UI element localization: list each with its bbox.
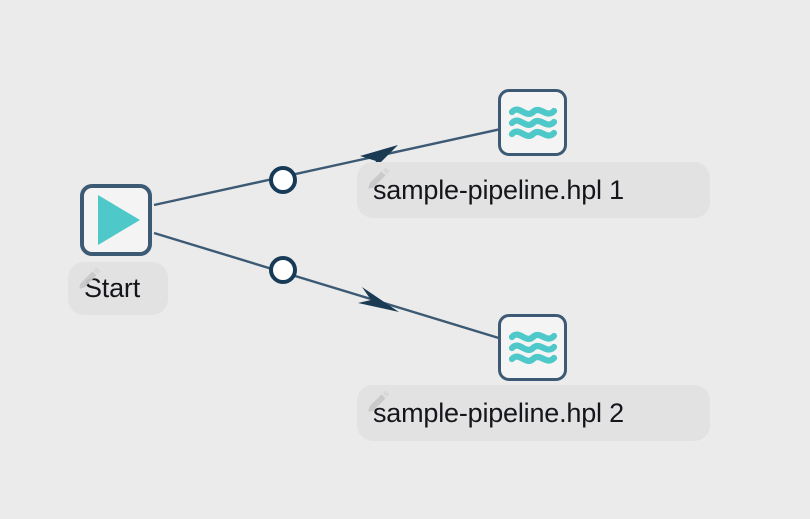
node-pipeline-1-label: sample-pipeline.hpl 1 <box>373 174 624 205</box>
pipeline-waves-icon <box>508 331 557 364</box>
circle-handle-icon-hop-1[interactable] <box>269 166 297 194</box>
pencil-icon[interactable] <box>365 166 391 192</box>
circle-handle-icon-hop-2[interactable] <box>269 256 297 284</box>
hop-line-start-to-pipeline-1[interactable] <box>153 125 511 207</box>
arrowhead-icon-hop-1 <box>360 145 398 172</box>
play-icon <box>98 195 140 245</box>
node-start-label-pill[interactable]: Start <box>68 262 168 315</box>
node-start-label: Start <box>84 273 141 303</box>
pencil-icon[interactable] <box>76 266 102 292</box>
node-pipeline-2[interactable] <box>498 314 567 381</box>
node-start[interactable] <box>80 184 152 256</box>
pipeline-waves-icon <box>508 106 557 139</box>
arrowhead-icon-hop-2 <box>358 287 399 312</box>
pencil-icon[interactable] <box>365 389 391 415</box>
node-pipeline-1[interactable] <box>498 89 567 156</box>
node-pipeline-1-label-pill[interactable]: sample-pipeline.hpl 1 <box>357 162 710 218</box>
hop-line-start-to-pipeline-2[interactable] <box>153 231 513 344</box>
node-pipeline-2-label: sample-pipeline.hpl 2 <box>373 397 624 428</box>
node-pipeline-2-label-pill[interactable]: sample-pipeline.hpl 2 <box>357 385 710 441</box>
